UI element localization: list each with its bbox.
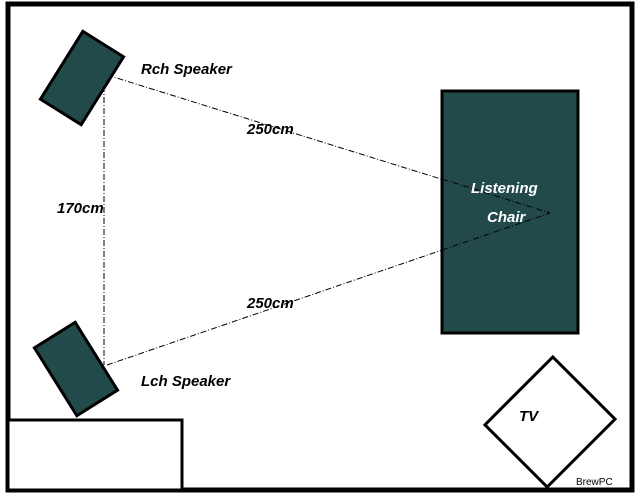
- left-speaker: [32, 320, 120, 418]
- right-speaker: [38, 29, 126, 127]
- measure-line-lch-over-chair: [441, 212, 551, 251]
- credit-label: BrewPC: [576, 477, 613, 488]
- distance-label-lch-chair: 250cm: [246, 295, 294, 312]
- distance-label-rch-chair: 250cm: [246, 121, 294, 138]
- lch-speaker-label: Lch Speaker: [141, 373, 231, 390]
- tv-label: TV: [519, 408, 540, 425]
- chair-label-line2: Chair: [487, 209, 527, 226]
- tv: [482, 354, 618, 490]
- listening-chair: [440, 89, 580, 335]
- rch-speaker-label: Rch Speaker: [141, 61, 233, 78]
- cabinet: [6, 418, 184, 492]
- distance-label-speakers: 170cm: [57, 200, 104, 217]
- chair-label-line1: Listening: [471, 180, 538, 197]
- measure-line-rch-over-chair: [441, 178, 551, 214]
